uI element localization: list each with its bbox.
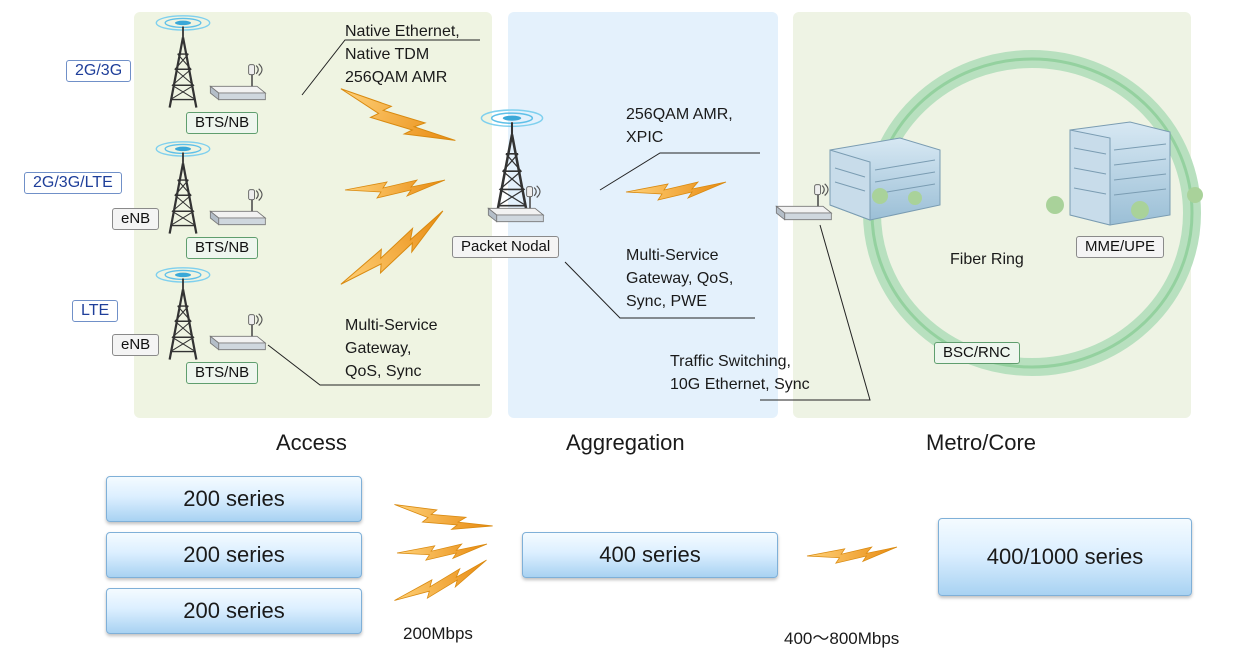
zone-title-metro-core: Metro/Core <box>926 430 1037 455</box>
zone-title-aggregation: Aggregation <box>566 430 685 455</box>
building-left-icon <box>829 137 941 221</box>
aggregation-zone <box>508 12 778 418</box>
product-bar-aggregation: 400 series <box>522 532 778 578</box>
note-agg-top-2: XPIC <box>626 129 664 146</box>
tech-tag-2g3g: 2G/3G <box>66 60 132 82</box>
product-label: 400 series <box>599 542 701 567</box>
bsc-rnc-tag: BSC/RNC <box>934 342 1020 364</box>
note-access-bottom-2: Gateway, <box>345 340 412 357</box>
enb-tag: eNB <box>112 334 160 356</box>
building-right-icon <box>1046 121 1203 226</box>
enb-tag: eNB <box>112 208 160 230</box>
product-label: 200 series <box>183 598 285 623</box>
note-access-top-2: Native TDM <box>345 46 430 63</box>
metro-zone <box>793 12 1191 418</box>
note-agg-top-1: 256QAM AMR, <box>626 106 733 123</box>
note-access-top-3: 256QAM AMR <box>345 69 448 86</box>
product-bar-access: 200 series <box>106 532 362 578</box>
product-label: 400/1000 series <box>986 544 1144 569</box>
bts-nb-tag: BTS/NB <box>186 362 259 384</box>
callout-lines <box>267 39 871 401</box>
note-metro-2: 10G Ethernet, Sync <box>670 376 810 393</box>
note-access-bottom-1: Multi-Service <box>345 317 438 334</box>
product-label: 200 series <box>183 486 285 511</box>
note-metro-1: Traffic Switching, <box>670 353 791 370</box>
zone-title-access: Access <box>276 430 347 455</box>
mme-upe-tag: MME/UPE <box>1076 236 1165 258</box>
product-label: 200 series <box>183 542 285 567</box>
fiber-ring-label: Fiber Ring <box>950 251 1024 268</box>
note-access-top-1: Native Ethernet, <box>345 23 460 40</box>
bts-nb-tag: BTS/NB <box>186 112 259 134</box>
speed-agg-core: 400〜800Mbps <box>784 629 900 648</box>
packet-nodal-tag: Packet Nodal <box>452 236 560 258</box>
bts-nb-tag: BTS/NB <box>186 237 259 259</box>
note-agg-mid-1: Multi-Service <box>626 247 719 264</box>
note-agg-mid-2: Gateway, QoS, <box>626 270 734 287</box>
note-agg-mid-3: Sync, PWE <box>626 293 707 310</box>
speed-access-agg: 200Mbps <box>403 624 473 643</box>
tech-tag-lte: LTE <box>72 300 119 322</box>
product-bar-access: 200 series <box>106 476 362 522</box>
product-bar-core: 400/1000 series <box>938 518 1192 596</box>
product-bar-access: 200 series <box>106 588 362 634</box>
tech-tag-2g3g-lte: 2G/3G/LTE <box>24 172 122 194</box>
note-access-bottom-3: QoS, Sync <box>345 363 422 380</box>
